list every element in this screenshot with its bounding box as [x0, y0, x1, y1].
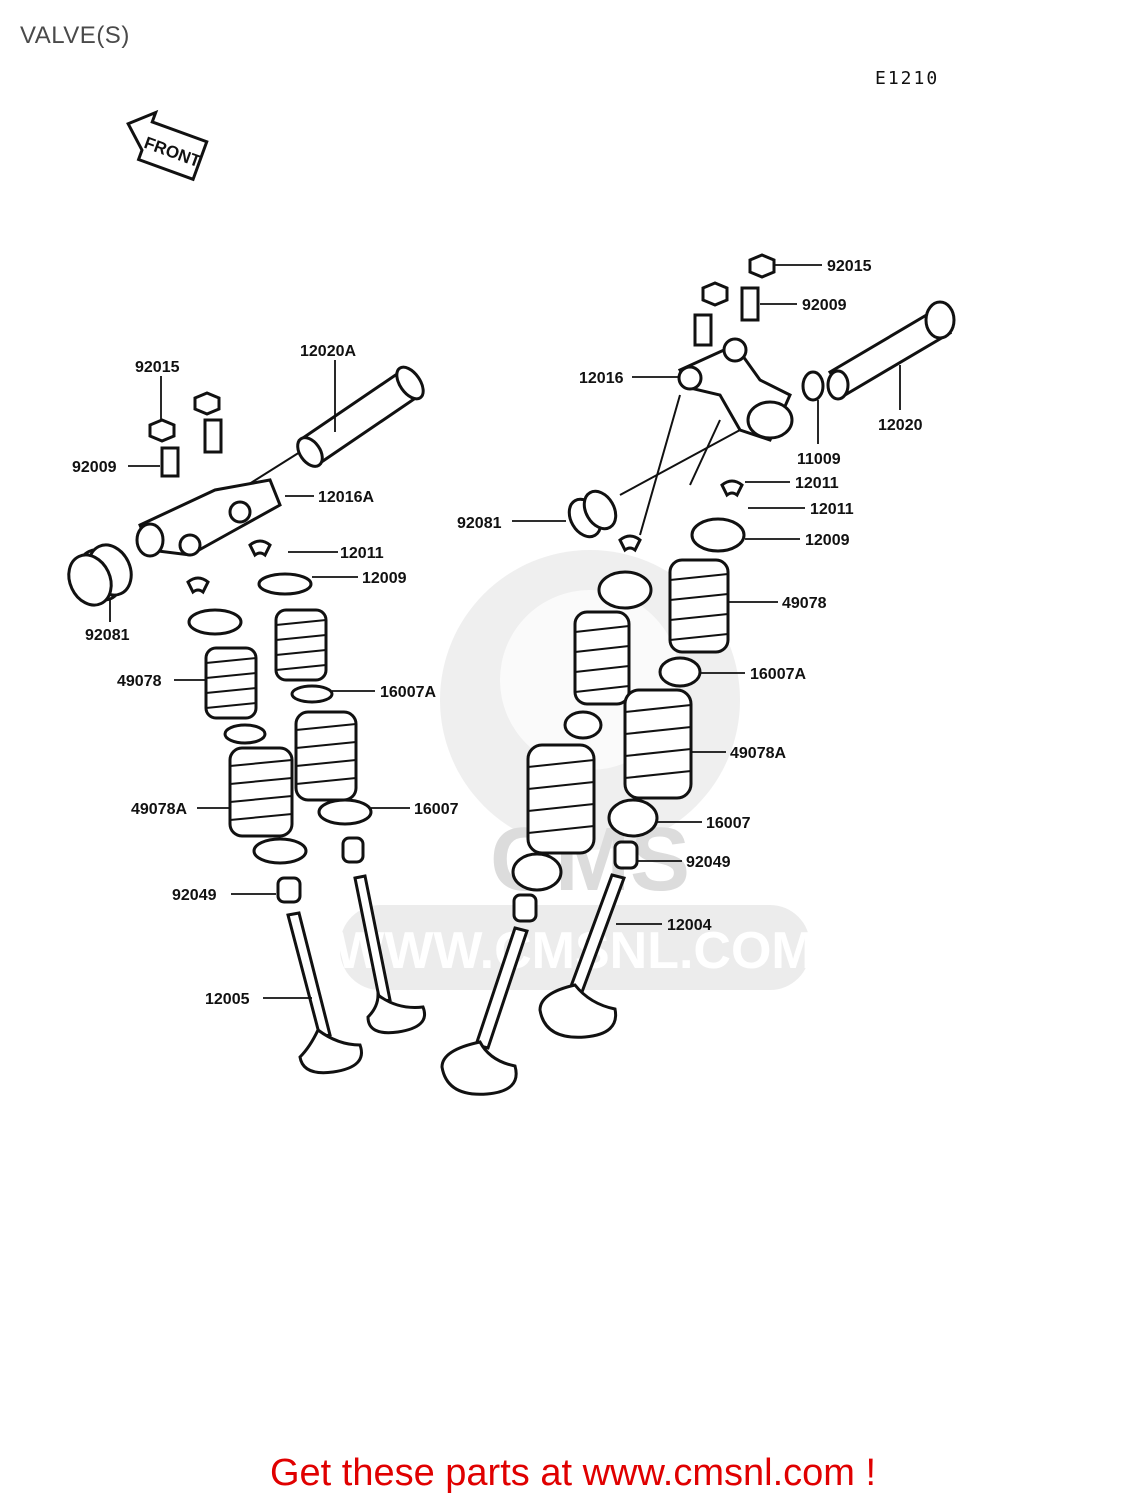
outer-spring-49078a-left-b: [228, 746, 294, 838]
callout-12016: 12016: [579, 370, 624, 387]
keeper-12011-d: [720, 479, 744, 498]
callout-12009-r: 12009: [805, 532, 850, 549]
seat-16007a-b: [223, 723, 267, 745]
seat-16007-d: [511, 852, 563, 892]
callout-16007a: 16007A: [380, 684, 436, 701]
page-title: VALVE(S): [20, 22, 130, 49]
seat-16007a-c: [658, 656, 702, 688]
callout-12011-r2: 12011: [810, 501, 854, 518]
left-valve-assembly: [67, 365, 426, 1075]
keeper-12011-c: [618, 534, 642, 553]
callout-labels: 92015 12020A 92009 12016A 12011 12009 92…: [72, 258, 923, 1008]
leader-lines: [109, 264, 901, 999]
washer-11009: [801, 370, 825, 402]
inner-spring-49078-right-b: [573, 610, 631, 706]
retainer-12009-d: [690, 517, 746, 553]
callout-92049: 92049: [172, 887, 217, 904]
rocker-shaft-12020: [826, 300, 956, 401]
callout-12004: 12004: [667, 917, 712, 934]
rocker-arm-12016: [677, 337, 794, 442]
seat-16007-b: [252, 837, 308, 865]
adjust-screw-92009-c: [693, 313, 713, 347]
outer-spring-49078a-right-b: [526, 743, 596, 855]
seat-16007a-a: [290, 684, 334, 704]
right-valve-assembly: [440, 253, 956, 1096]
adjust-screw-92009-d: [740, 286, 760, 322]
callout-92081-r: 92081: [457, 515, 502, 532]
inner-spring-49078-left-b: [204, 646, 258, 720]
valve-12004-a: [538, 873, 626, 1039]
valve-12005-b: [286, 911, 363, 1075]
callout-16007a-r: 16007A: [750, 666, 806, 683]
rocker-arm-12016a: [135, 478, 282, 558]
callout-92081: 92081: [85, 627, 130, 644]
callout-12011-r1: 12011: [795, 475, 839, 492]
valve-12005-a: [353, 874, 426, 1035]
stem-seal-92049-a: [341, 836, 365, 864]
front-arrow-icon: FRONT: [126, 109, 209, 182]
nut-92015-a: [148, 418, 176, 443]
callout-92015: 92015: [135, 359, 180, 376]
callout-12005: 12005: [205, 991, 250, 1008]
outer-spring-49078a-right: [623, 688, 693, 800]
retainer-12009-a: [257, 572, 313, 596]
callout-92009: 92009: [72, 459, 117, 476]
stem-seal-92049-d: [512, 893, 538, 923]
callout-92009-r: 92009: [802, 297, 847, 314]
callout-49078a-r: 49078A: [730, 745, 786, 762]
rocker-shaft-12020a: [296, 365, 425, 468]
callout-49078a: 49078A: [131, 801, 187, 818]
callout-12011: 12011: [340, 545, 384, 562]
watermark-url: WWW.CMSNL.COM: [335, 922, 814, 980]
keeper-12011-a: [248, 539, 272, 558]
retainer-12009-c: [597, 570, 653, 610]
spring-92081-left: [67, 543, 133, 607]
retainer-12009-b: [187, 608, 243, 636]
callout-12020: 12020: [878, 417, 923, 434]
callout-49078: 49078: [117, 673, 162, 690]
adjust-screw-92009-b: [203, 418, 223, 454]
nut-92015-b: [193, 391, 221, 416]
inner-spring-49078-right: [668, 558, 730, 654]
callout-49078-r: 49078: [782, 595, 827, 612]
valve-exploded-diagram: WWW.CMSNL.COM CMS FRONT: [67, 109, 956, 1096]
stem-seal-92049-c: [613, 840, 639, 870]
footer-link[interactable]: Get these parts at www.cmsnl.com !: [269, 1452, 877, 1494]
callout-92015-r: 92015: [827, 258, 872, 275]
seat-16007a-d: [563, 710, 603, 740]
callout-12016a: 12016A: [318, 489, 374, 506]
nut-92015-c: [701, 281, 729, 307]
callout-92049-r: 92049: [686, 854, 731, 871]
callout-12020a: 12020A: [300, 343, 356, 360]
callout-16007-r: 16007: [706, 815, 751, 832]
diagram-code: E1210: [875, 68, 940, 89]
callout-16007: 16007: [414, 801, 459, 818]
seat-16007-a: [317, 798, 373, 826]
valve-12004-b: [440, 926, 529, 1096]
nut-92015-d: [748, 253, 776, 279]
adjust-screw-92009-a: [160, 446, 180, 478]
callout-12009: 12009: [362, 570, 407, 587]
inner-spring-49078-left: [274, 608, 328, 682]
seat-16007-c: [607, 798, 659, 838]
spring-92081-right: [567, 489, 618, 539]
stem-seal-92049-b: [276, 876, 302, 904]
keeper-12011-b: [186, 576, 210, 595]
callout-11009: 11009: [797, 451, 841, 468]
outer-spring-49078a-left: [294, 710, 358, 802]
